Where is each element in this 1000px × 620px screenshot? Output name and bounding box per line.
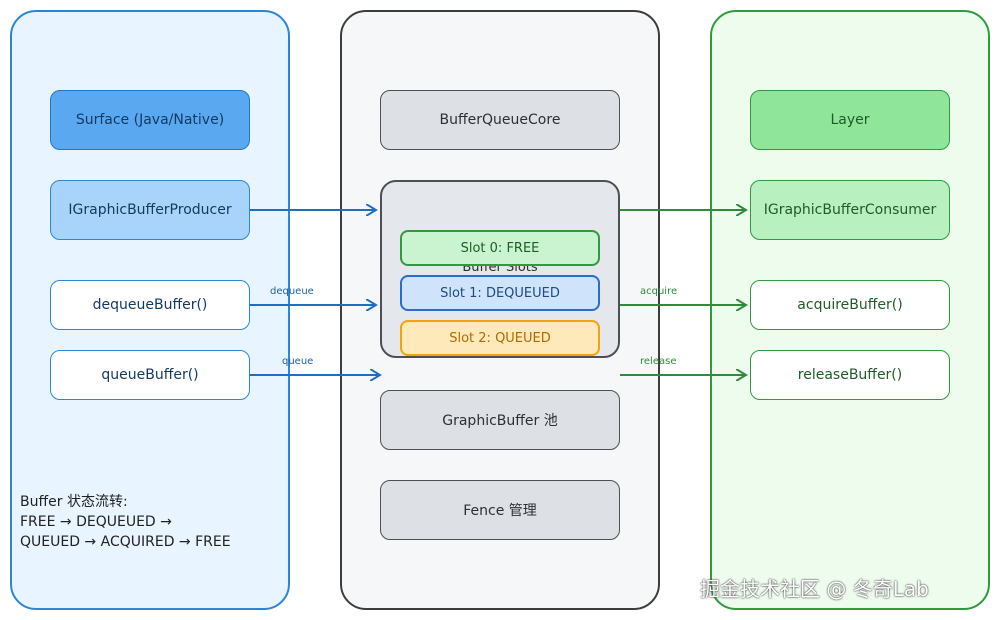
fence-node[interactable]: Fence 管理: [380, 480, 620, 540]
release-buffer-node[interactable]: releaseBuffer(): [750, 350, 950, 400]
buffer-queue-core-node[interactable]: BufferQueueCore: [380, 90, 620, 150]
surface-label: Surface (Java/Native): [75, 112, 225, 128]
release-edge-label: release: [640, 356, 677, 367]
layer-label: Layer: [830, 112, 870, 128]
slot-1[interactable]: Slot 1: DEQUEUED: [400, 275, 600, 311]
state-line-1: FREE → DEQUEUED →: [20, 514, 172, 530]
slot-1-label: Slot 1: DEQUEUED: [440, 285, 560, 301]
release-buffer-label: releaseBuffer(): [797, 367, 903, 383]
dequeue-buffer-node[interactable]: dequeueBuffer(): [50, 280, 250, 330]
slot-0-label: Slot 0: FREE: [460, 240, 540, 256]
slot-2-label: Slot 2: QUEUED: [449, 330, 551, 346]
surface-node[interactable]: Surface (Java/Native): [50, 90, 250, 150]
acquire-buffer-label: acquireBuffer(): [797, 297, 903, 313]
slot-2[interactable]: Slot 2: QUEUED: [400, 320, 600, 356]
producer-interface-label: IGraphicBufferProducer: [68, 202, 232, 218]
consumer-interface-node[interactable]: IGraphicBufferConsumer: [750, 180, 950, 240]
dequeue-edge-label: dequeue: [270, 286, 314, 297]
producer-interface-node[interactable]: IGraphicBufferProducer: [50, 180, 250, 240]
acquire-buffer-node[interactable]: acquireBuffer(): [750, 280, 950, 330]
watermark-text: 掘金技术社区 @ 冬奇Lab: [700, 577, 929, 601]
consumer-interface-label: IGraphicBufferConsumer: [763, 202, 937, 218]
fence-label: Fence 管理: [463, 503, 537, 519]
acquire-edge-label: acquire: [640, 286, 678, 297]
state-line-2: QUEUED → ACQUIRED → FREE: [20, 534, 231, 550]
queue-buffer-label: queueBuffer(): [101, 367, 199, 383]
dequeue-buffer-label: dequeueBuffer(): [92, 297, 208, 313]
buffer-queue-core-label: BufferQueueCore: [439, 112, 561, 128]
layer-node[interactable]: Layer: [750, 90, 950, 150]
graphic-buffer-pool-label: GraphicBuffer 池: [442, 413, 558, 429]
buffer-state-note: Buffer 状态流转: FREE → DEQUEUED → QUEUED → …: [20, 492, 231, 552]
slot-0[interactable]: Slot 0: FREE: [400, 230, 600, 266]
queue-edge-label: queue: [282, 356, 314, 367]
state-title: Buffer 状态流转:: [20, 494, 128, 510]
queue-buffer-node[interactable]: queueBuffer(): [50, 350, 250, 400]
graphic-buffer-pool-node[interactable]: GraphicBuffer 池: [380, 390, 620, 450]
